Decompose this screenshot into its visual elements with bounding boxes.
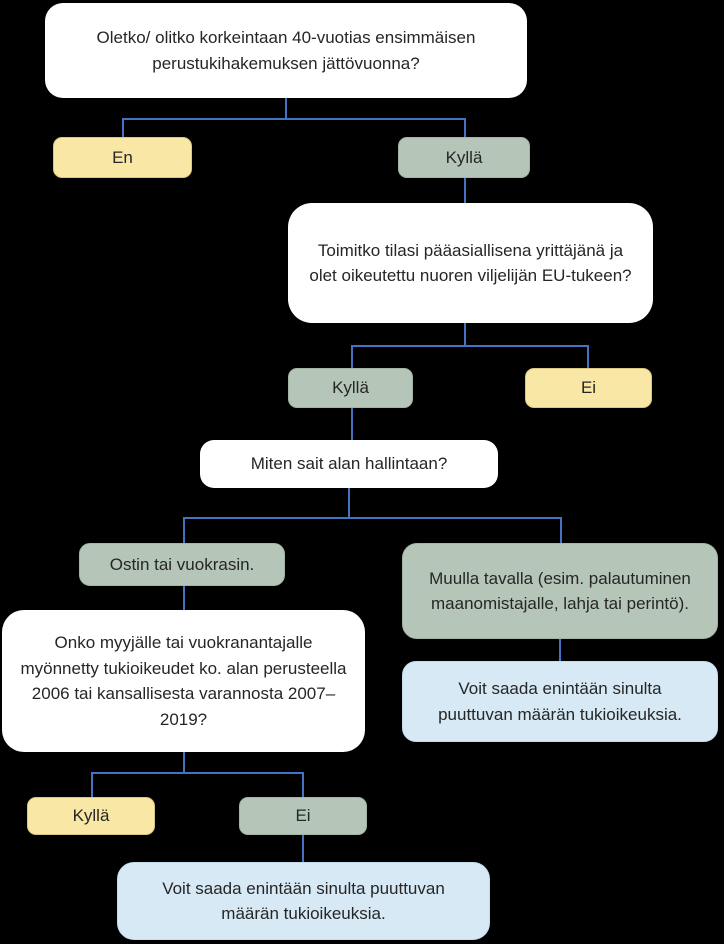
answer-age-no-box: En (53, 137, 192, 178)
answer-entitlements-yes-box: Kyllä (27, 797, 155, 835)
question-acquisition-box: Miten sait alan hallintaan? (200, 440, 498, 488)
connector-line (464, 178, 466, 203)
connector-line (464, 323, 466, 345)
answer-farmer-no-box: Ei (525, 368, 652, 408)
answer-entitlements-no-box: Ei (239, 797, 367, 835)
option-other-way-box: Muulla tavalla (esim. palautuminen maano… (402, 543, 718, 639)
connector-line (122, 118, 124, 137)
connector-line (183, 752, 185, 772)
connector-line (302, 772, 304, 797)
connector-line (91, 772, 93, 797)
connector-line (183, 517, 562, 519)
connector-line (560, 517, 562, 543)
answer-age-yes-box: Kyllä (398, 137, 530, 178)
connector-line (285, 98, 287, 118)
connector-line (122, 118, 466, 120)
result-other-way-box: Voit saada enintään sinulta puuttuvan mä… (402, 661, 718, 742)
connector-line (183, 586, 185, 610)
connector-line (348, 488, 350, 517)
option-bought-rented-box: Ostin tai vuokrasin. (79, 543, 285, 586)
connector-line (351, 408, 353, 440)
connector-line (351, 345, 589, 347)
question-farmer-box: Toimitko tilasi pääasiallisena yrittäjän… (288, 203, 653, 323)
connector-line (302, 835, 304, 862)
connector-line (587, 345, 589, 368)
result-entitlements-box: Voit saada enintään sinulta puuttuvan mä… (117, 862, 490, 940)
connector-line (183, 517, 185, 543)
connector-line (91, 772, 304, 774)
answer-farmer-yes-box: Kyllä (288, 368, 413, 408)
connector-line (351, 345, 353, 368)
question-age-box: Oletko/ olitko korkeintaan 40-vuotias en… (45, 3, 527, 98)
connector-line (464, 118, 466, 137)
question-entitlements-box: Onko myyjälle tai vuokranantajalle myönn… (2, 610, 365, 752)
connector-line (559, 639, 561, 661)
